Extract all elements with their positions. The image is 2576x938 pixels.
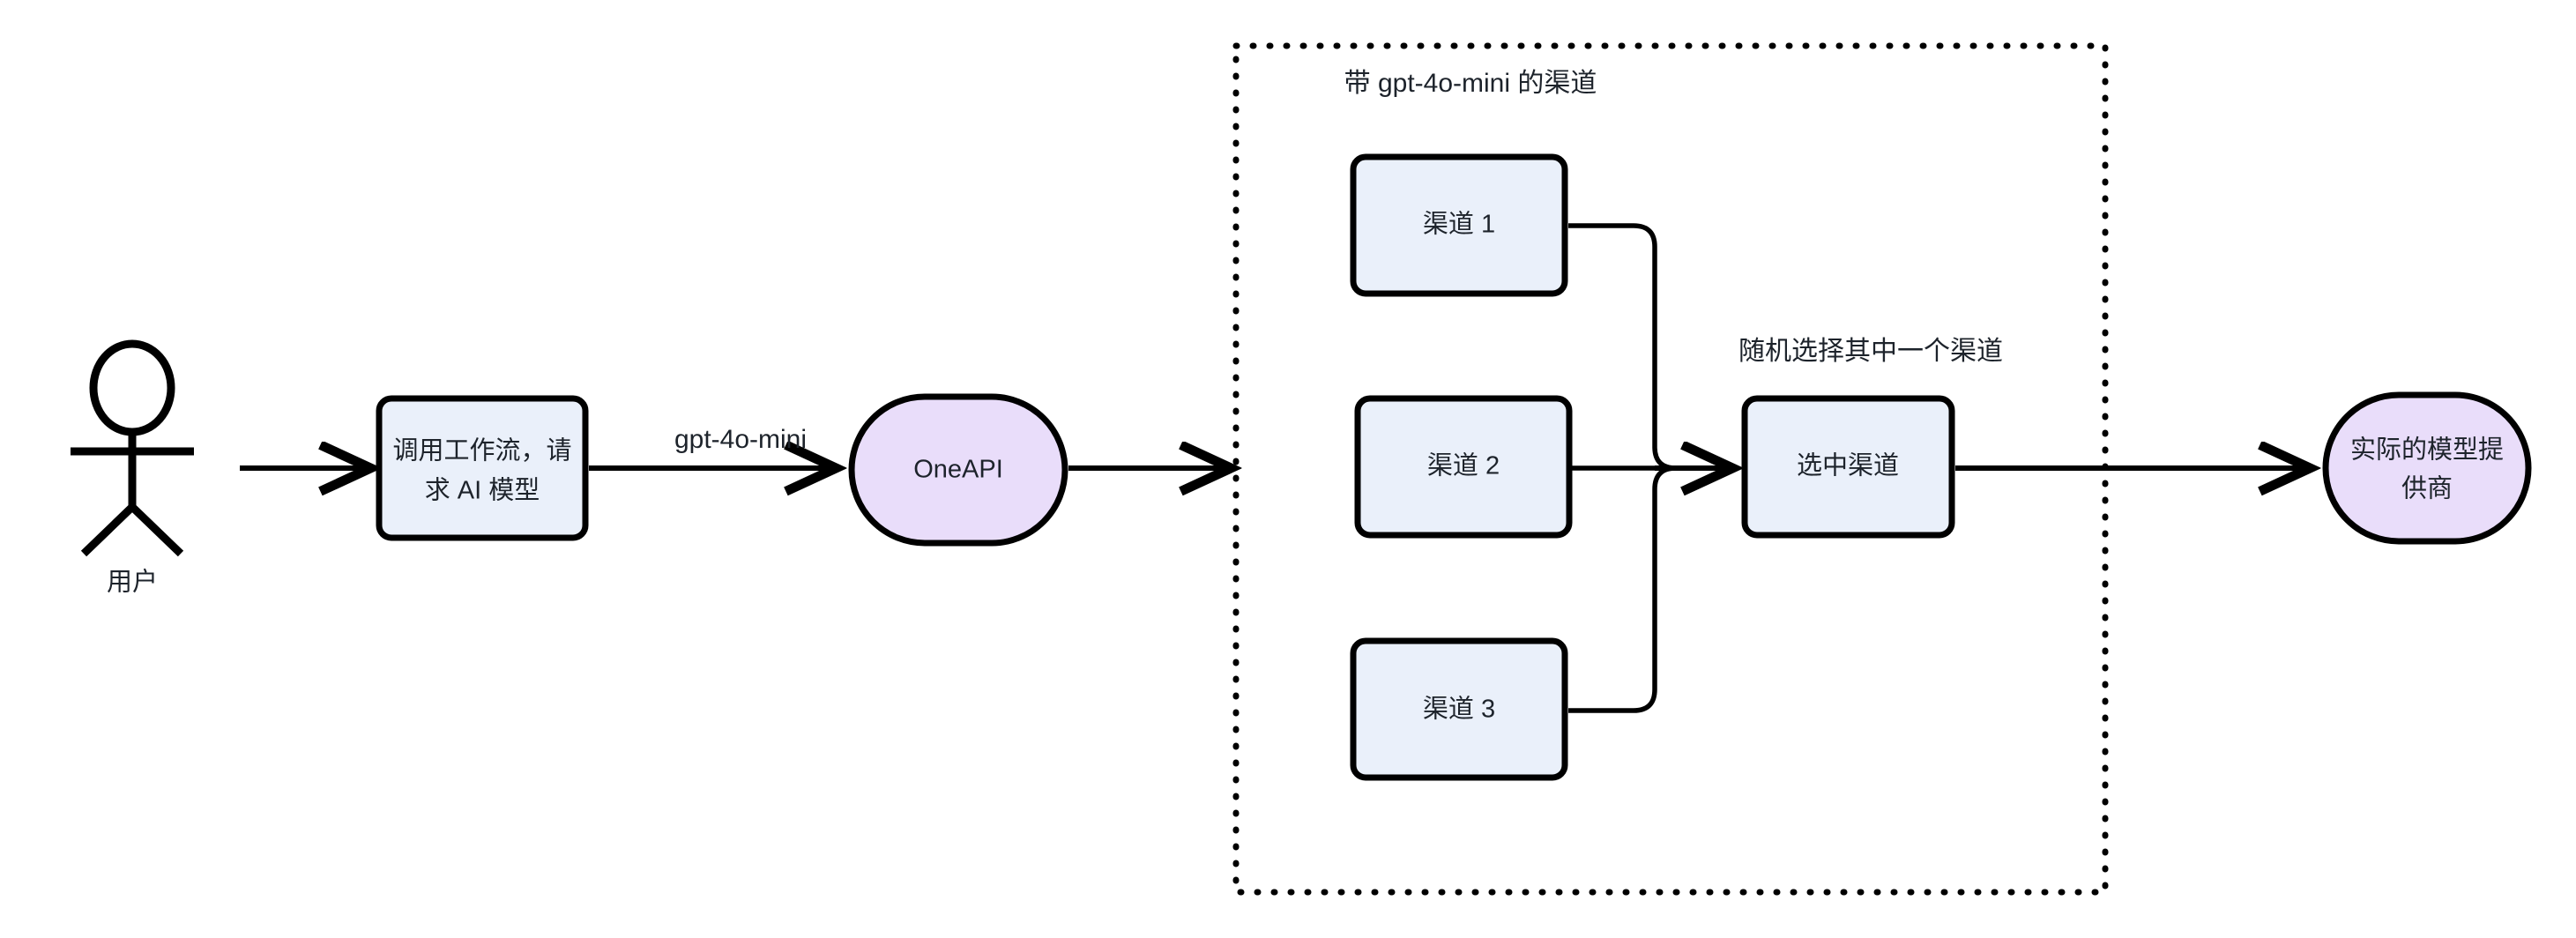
node-channel-1[interactable]: 渠道 1 [1350, 153, 1568, 297]
node-channel-1-shape [1350, 153, 1568, 297]
edge-channel-1-to-selected [1568, 223, 1677, 471]
actor-user-label: 用户 [107, 568, 158, 597]
edge-channel-3-to-selected [1568, 465, 1677, 713]
node-channel-2[interactable]: 渠道 2 [1354, 395, 1573, 539]
node-channel-2-label: 渠道 2 [1427, 451, 1500, 480]
stick-figure-leg-right-icon [129, 503, 184, 557]
node-oneapi-label: OneAPI [913, 456, 1003, 484]
node-provider-shape [2322, 391, 2532, 545]
node-channel-2-shape [1354, 395, 1573, 539]
node-channel-3[interactable]: 渠道 3 [1350, 637, 1568, 781]
actor-user[interactable]: 用户 [71, 339, 194, 597]
node-provider-label-line1: 实际的模型提 [2350, 436, 2504, 465]
stick-figure-leg-left-icon [80, 503, 136, 557]
node-provider[interactable]: 实际的模型提 供商 [2322, 391, 2532, 545]
node-selected-channel[interactable]: 选中渠道 [1741, 395, 1955, 539]
node-channel-3-label: 渠道 3 [1423, 695, 1495, 724]
node-channel-3-shape [1350, 637, 1568, 781]
node-selected-channel-label: 选中渠道 [1797, 451, 1899, 480]
stick-figure-head-icon [89, 339, 175, 436]
node-provider-label-line2: 供商 [2401, 474, 2453, 503]
node-workflow-label-line2: 求 AI 模型 [425, 476, 540, 505]
node-selected-channel-shape [1741, 395, 1955, 539]
edge-label-random-pick: 随机选择其中一个渠道 [1738, 337, 2003, 366]
channel-group-title: 带 gpt-4o-mini 的渠道 [1344, 69, 1597, 98]
edge-label-model: gpt-4o-mini [674, 425, 807, 454]
node-channel-1-label: 渠道 1 [1423, 210, 1495, 239]
node-oneapi-shape [848, 393, 1068, 547]
node-workflow[interactable]: 调用工作流，请 求 AI 模型 [376, 395, 589, 541]
node-workflow-label-line1: 调用工作流，请 [392, 436, 571, 465]
node-oneapi[interactable]: OneAPI [848, 393, 1068, 547]
node-workflow-shape [376, 395, 589, 541]
